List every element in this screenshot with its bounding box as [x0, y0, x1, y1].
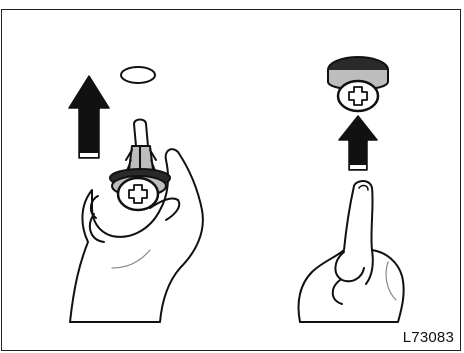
clip-head-left [110, 169, 170, 210]
hand-right [299, 181, 404, 322]
arrow-up-icon [69, 76, 109, 158]
left-panel [69, 67, 203, 322]
arrow-up-icon [339, 116, 377, 170]
right-panel [299, 57, 404, 322]
retaining-ring [121, 67, 155, 83]
clip-head-right [328, 57, 388, 111]
figure-code: L73083 [403, 329, 454, 346]
